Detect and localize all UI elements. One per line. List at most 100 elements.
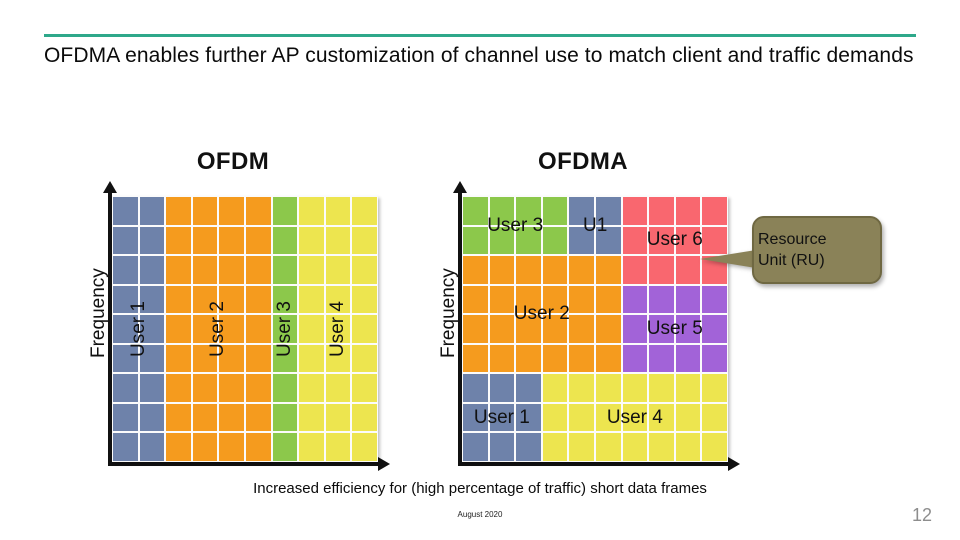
grid-cell — [515, 402, 542, 433]
grid-cell — [271, 402, 299, 433]
grid-cell — [191, 284, 219, 315]
grid-cell — [271, 343, 299, 374]
grid-cell — [218, 225, 245, 256]
grid-cell — [191, 255, 219, 285]
grid-cell — [138, 284, 166, 315]
grid-cell — [218, 402, 245, 433]
grid-cell — [674, 373, 702, 403]
grid-cell — [191, 314, 219, 344]
chart-ofdm-title: OFDM — [196, 148, 270, 175]
grid-cell — [568, 284, 595, 315]
grid-cell — [462, 225, 489, 256]
grid-cell — [191, 196, 219, 226]
grid-cell — [595, 432, 622, 462]
grid-cell — [701, 314, 728, 344]
chart-ofdm-yaxis — [108, 192, 112, 466]
grid-cell — [515, 343, 542, 374]
grid-cell — [621, 225, 649, 256]
grid-cell — [568, 255, 595, 285]
grid-cell — [541, 373, 569, 403]
grid-cell — [488, 314, 516, 344]
grid-cell — [648, 196, 675, 226]
grid-cell — [541, 255, 569, 285]
grid-cell — [462, 373, 489, 403]
grid-cell — [138, 196, 166, 226]
grid-cell — [568, 373, 595, 403]
grid-cell — [515, 196, 542, 226]
header-divider — [44, 34, 916, 37]
grid-cell — [351, 373, 378, 403]
grid-cell — [324, 255, 352, 285]
grid-cell — [595, 255, 622, 285]
grid-cell — [701, 284, 728, 315]
grid-cell — [351, 255, 378, 285]
grid-cell — [112, 225, 139, 256]
chart-ofdm-ylabel: Frequency — [88, 268, 109, 358]
grid-cell — [648, 432, 675, 462]
grid-cell — [245, 284, 272, 315]
grid-cell — [674, 196, 702, 226]
footer-note: Increased efficiency for (high percentag… — [253, 480, 707, 497]
grid-cell — [488, 373, 516, 403]
grid-cell — [648, 343, 675, 374]
grid-cell — [674, 314, 702, 344]
grid-cell — [488, 343, 516, 374]
grid-cell — [648, 314, 675, 344]
chart-ofdma-yaxis — [458, 192, 462, 466]
grid-cell — [568, 196, 595, 226]
grid-cell — [112, 373, 139, 403]
grid-cell — [112, 196, 139, 226]
grid-cell — [218, 196, 245, 226]
grid-cell — [541, 402, 569, 433]
grid-cell — [351, 343, 378, 374]
grid-cell — [621, 284, 649, 315]
grid-cell — [298, 432, 325, 462]
grid-cell — [191, 225, 219, 256]
chart-ofdma-yaxis-arrow — [453, 181, 467, 193]
grid-cell — [298, 225, 325, 256]
grid-cell — [488, 255, 516, 285]
grid-cell — [324, 343, 352, 374]
chart-ofdma-grid — [462, 196, 728, 462]
grid-cell — [351, 225, 378, 256]
grid-cell — [595, 373, 622, 403]
grid-cell — [701, 402, 728, 433]
grid-cell — [674, 402, 702, 433]
chart-ofdma-xaxis-arrow — [728, 457, 740, 471]
grid-cell — [621, 255, 649, 285]
grid-cell — [488, 402, 516, 433]
grid-cell — [324, 225, 352, 256]
grid-cell — [488, 196, 516, 226]
grid-cell — [245, 196, 272, 226]
footer-date: August 2020 — [457, 510, 503, 519]
chart-ofdm-xaxis — [108, 462, 380, 466]
grid-cell — [488, 225, 516, 256]
grid-cell — [218, 284, 245, 315]
grid-cell — [674, 255, 702, 285]
grid-cell — [462, 432, 489, 462]
grid-cell — [245, 373, 272, 403]
grid-cell — [245, 402, 272, 433]
grid-cell — [515, 314, 542, 344]
grid-cell — [648, 402, 675, 433]
grid-cell — [351, 284, 378, 315]
grid-cell — [218, 314, 245, 344]
callout-tail-icon — [700, 250, 756, 268]
grid-cell — [138, 373, 166, 403]
grid-cell — [648, 284, 675, 315]
grid-cell — [568, 343, 595, 374]
grid-cell — [595, 225, 622, 256]
grid-cell — [112, 432, 139, 462]
grid-cell — [245, 343, 272, 374]
grid-cell — [674, 225, 702, 256]
grid-cell — [271, 314, 299, 344]
grid-cell — [165, 402, 192, 433]
page-number: 12 — [911, 505, 932, 525]
grid-cell — [701, 432, 728, 462]
grid-cell — [112, 284, 139, 315]
chart-ofdm-xaxis-arrow — [378, 457, 390, 471]
grid-cell — [271, 196, 299, 226]
grid-cell — [674, 432, 702, 462]
grid-cell — [271, 225, 299, 256]
